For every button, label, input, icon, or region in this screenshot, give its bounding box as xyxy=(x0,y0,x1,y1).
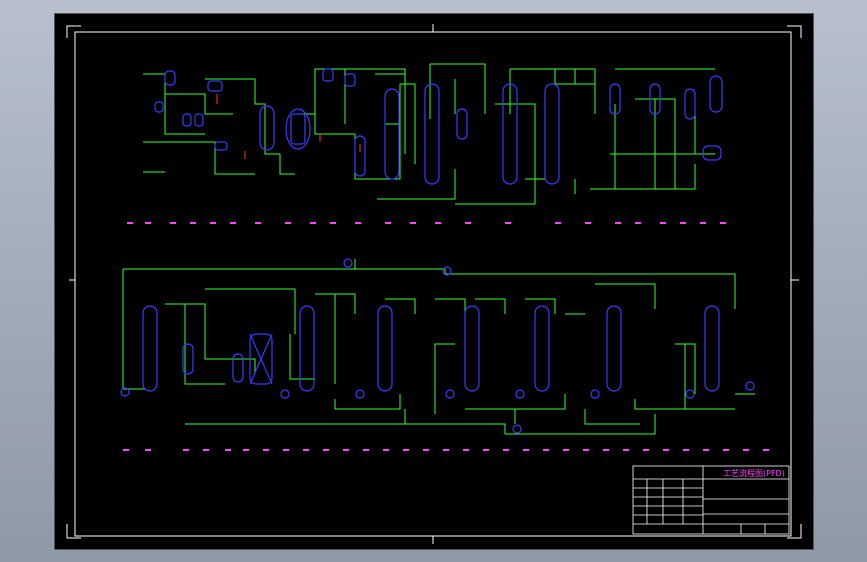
equipment-tags xyxy=(123,222,769,451)
pipelines-bottom xyxy=(122,259,755,435)
pipelines-top xyxy=(143,63,715,205)
process-flow-diagram xyxy=(66,24,802,544)
drawing-title: 工艺流程图(PFD) xyxy=(723,469,785,478)
drawing-sheet: 工艺流程图(PFD) xyxy=(54,13,814,550)
title-block xyxy=(632,465,790,535)
valves xyxy=(216,94,361,159)
drawing-frame xyxy=(66,24,802,544)
equipment-bottom xyxy=(120,258,755,434)
equipment-top xyxy=(154,68,723,185)
